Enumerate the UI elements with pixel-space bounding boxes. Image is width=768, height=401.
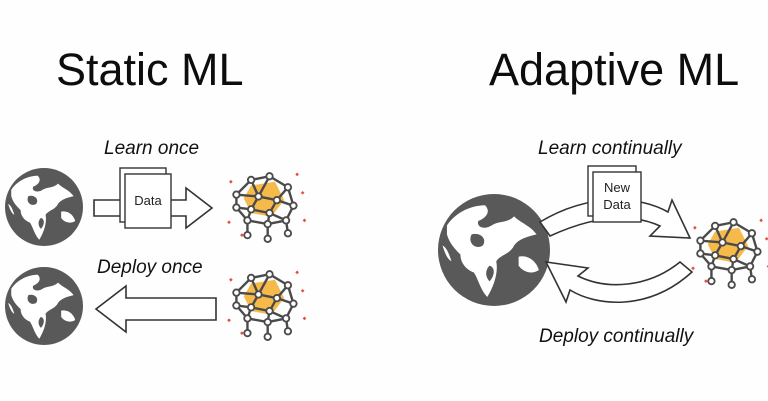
globe-icon [438, 194, 550, 306]
adaptive-ml-title: Adaptive ML [489, 44, 740, 95]
neural-network-icon [226, 171, 308, 244]
deploy-continually-caption: Deploy continually [539, 326, 694, 347]
learn-once-caption: Learn once [104, 138, 200, 159]
neural-network-icon [690, 217, 768, 290]
learn-continually-caption: Learn continually [538, 138, 682, 159]
new-data-label-line2: Data [603, 197, 631, 212]
globe-icon [5, 267, 84, 345]
deploy-once-caption: Deploy once [97, 257, 203, 278]
document-stack-icon [587, 165, 642, 223]
deploy-continually-arrow [544, 260, 694, 305]
static-ml-title: Static ML [56, 44, 244, 95]
globe-icon [5, 168, 84, 246]
new-data-label-line1: New [604, 180, 631, 195]
neural-network-icon [226, 269, 308, 342]
deploy-once-arrow [94, 284, 217, 334]
document-stack-icon [119, 167, 172, 229]
data-label: Data [134, 193, 162, 208]
